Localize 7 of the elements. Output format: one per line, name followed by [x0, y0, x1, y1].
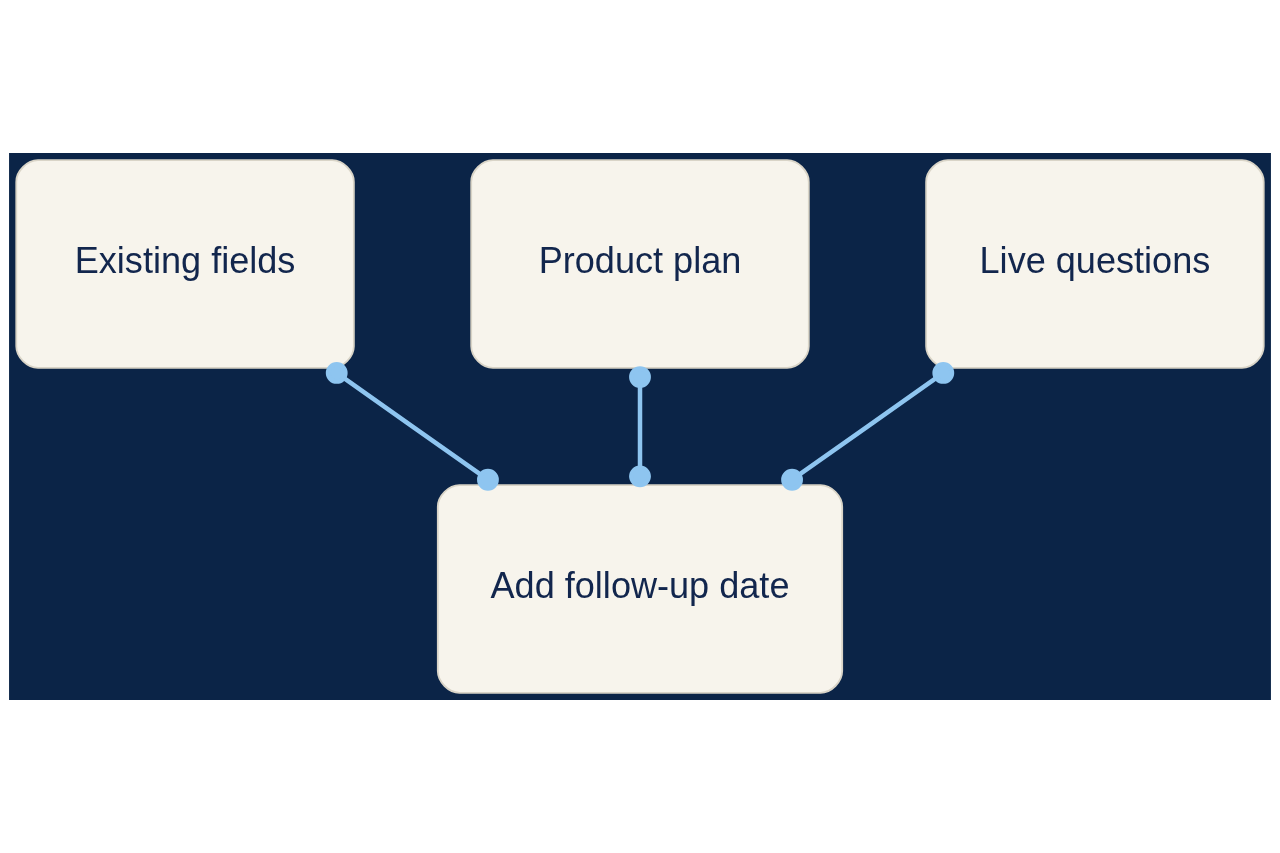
connector	[781, 362, 955, 491]
connector	[629, 366, 651, 488]
connector	[325, 362, 499, 491]
node-box: Product plan	[470, 159, 810, 369]
node-box: Existing fields	[15, 159, 355, 369]
node-box: Live questions	[925, 159, 1265, 369]
node-box: Add follow-up date	[436, 484, 844, 694]
